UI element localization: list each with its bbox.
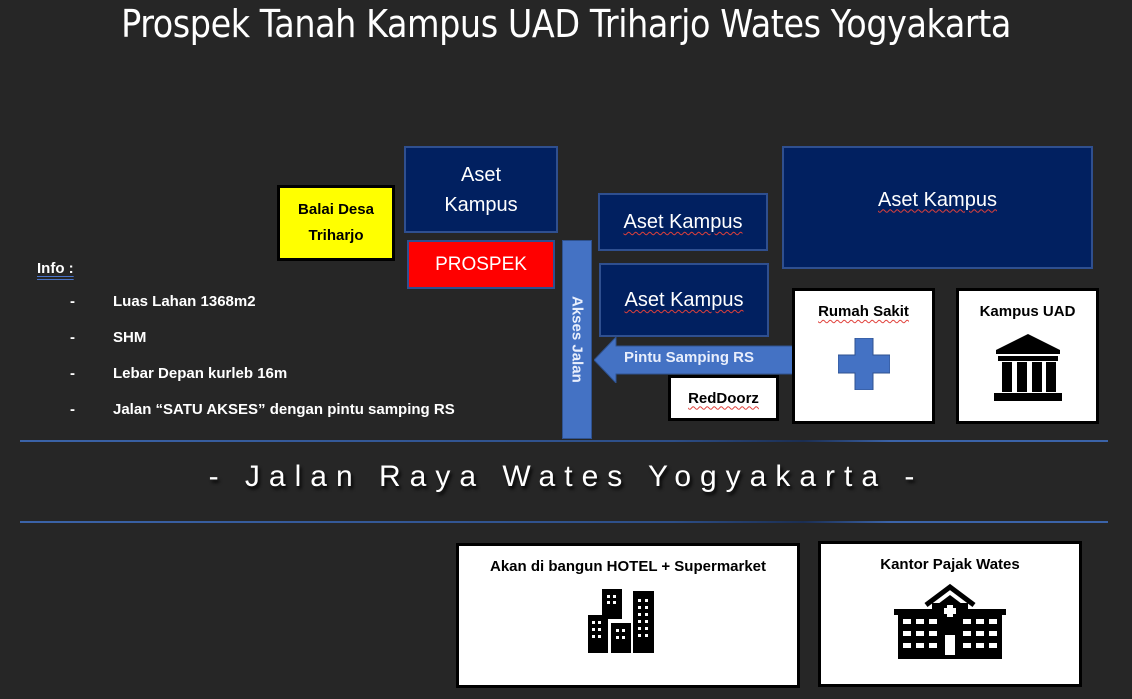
akses-jalan-road: Akses Jalan — [562, 240, 592, 439]
kantor-pajak-label: Kantor Pajak Wates — [880, 556, 1020, 573]
pintu-samping-label: Pintu Samping RS — [624, 349, 755, 366]
info-label: Info : — [37, 260, 74, 277]
aset-label-line2: Kampus — [444, 193, 518, 216]
office-building-icon — [894, 583, 1006, 659]
info-list: -Luas Lahan 1368m2 -SHM -Lebar Depan kur… — [70, 293, 455, 437]
aset-kampus-box-top-left: Aset Kampus — [404, 146, 558, 233]
info-item: -SHM — [70, 329, 147, 346]
left-arrow-icon — [594, 337, 794, 383]
balai-desa-label: Balai Desa Triharjo — [298, 201, 374, 244]
rumah-sakit-box: Rumah Sakit — [792, 288, 935, 424]
info-item: -Jalan “SATU AKSES” dengan pintu samping… — [70, 401, 455, 418]
aset-label: Aset Kampus — [878, 188, 997, 211]
page-title: Prospek Tanah Kampus UAD Triharjo Wates … — [121, 2, 1011, 46]
road-name: - Jalan Raya Wates Yogyakarta - — [208, 460, 924, 493]
road-edge-bottom — [20, 521, 1108, 523]
akses-jalan-label: Akses Jalan — [568, 296, 586, 383]
hotel-supermarket-label: Akan di bangun HOTEL + Supermarket — [489, 558, 767, 575]
prospek-box: PROSPEK — [407, 240, 555, 289]
medical-cross-icon — [837, 338, 890, 390]
info-item: -Luas Lahan 1368m2 — [70, 293, 256, 310]
prospek-label: PROSPEK — [435, 253, 527, 275]
kampus-uad-label: Kampus UAD — [979, 303, 1076, 320]
aset-kampus-box-mid-2: Aset Kampus — [599, 263, 769, 337]
aset-kampus-box-right: Aset Kampus — [782, 146, 1093, 269]
info-item: -Lebar Depan kurleb 16m — [70, 365, 288, 382]
hotel-supermarket-box: Akan di bangun HOTEL + Supermarket — [456, 543, 800, 688]
pintu-samping-arrow: Pintu Samping RS — [594, 337, 794, 383]
reddoorz-label: RedDoorz — [688, 389, 759, 407]
aset-label: Aset Kampus — [624, 289, 744, 311]
rumah-sakit-label: Rumah Sakit — [818, 303, 909, 320]
aset-kampus-box-mid-1: Aset Kampus — [598, 193, 768, 251]
reddoorz-box: RedDoorz — [668, 375, 779, 421]
road-edge-top — [20, 440, 1108, 442]
kampus-uad-box: Kampus UAD — [956, 288, 1099, 424]
balai-desa-box: Balai Desa Triharjo — [277, 185, 395, 261]
aset-label-line1: Aset — [460, 163, 502, 186]
kantor-pajak-box: Kantor Pajak Wates — [818, 541, 1082, 687]
city-buildings-icon — [588, 589, 654, 653]
university-building-icon — [993, 334, 1062, 401]
aset-label: Aset Kampus — [623, 211, 743, 233]
